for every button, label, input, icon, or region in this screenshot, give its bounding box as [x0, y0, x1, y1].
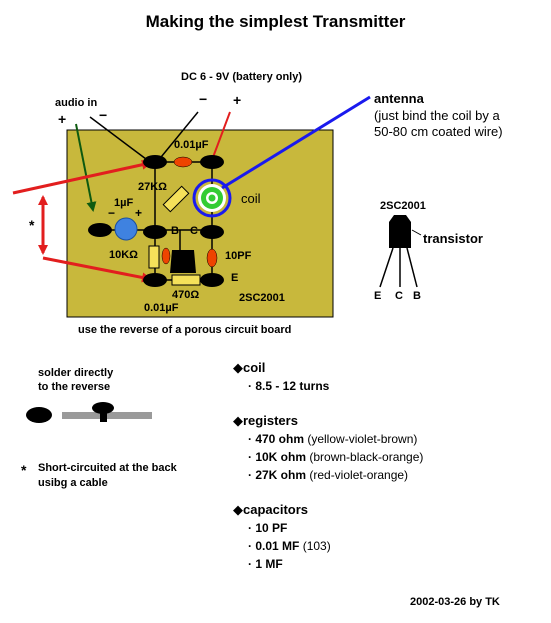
label-res-470: 470Ω — [172, 289, 200, 301]
spec-registers-list: · 470 ohm (yellow-violet-brown) · 10K oh… — [248, 430, 423, 484]
board-caption: use the reverse of a porous circuit boar… — [78, 324, 292, 336]
label-res-10k: 10KΩ — [109, 249, 138, 261]
transistor-label: transistor — [423, 231, 483, 246]
power-minus-wire — [156, 111, 199, 163]
pad-collector — [200, 225, 224, 239]
capacitor-value: · 0.01 MF — [248, 539, 300, 553]
red-arrow-bottom — [42, 256, 152, 283]
label-coil: coil — [241, 191, 261, 206]
capacitor-10pf — [206, 248, 218, 268]
label-cap-10pf: 10PF — [225, 250, 252, 262]
label-cap-top: 0.01µF — [174, 139, 209, 151]
legend-solder-pad — [26, 407, 52, 423]
label-cap-bottom: 0.01µF — [144, 302, 179, 314]
label-node-b: B — [171, 225, 179, 237]
audio-minus-sign: − — [99, 107, 108, 123]
list-item: · 10 PF — [248, 519, 331, 537]
register-colors: (brown-black-orange) — [306, 450, 424, 464]
transistor-on-board — [170, 250, 196, 273]
capacitor-top-0-01uf — [173, 156, 193, 168]
circuit-board — [66, 129, 334, 318]
resistor-10k — [148, 245, 160, 269]
label-node-c: C — [190, 225, 198, 237]
capacitor-value: · 1 MF — [248, 557, 283, 571]
spec-coil-list: · 8.5 - 12 turns — [248, 377, 329, 395]
antenna-wire — [221, 95, 371, 190]
label-cap-1uf: 1µF — [114, 197, 134, 209]
label-board-transistor: 2SC2001 — [239, 292, 285, 304]
spec-registers-heading: ◆registers — [233, 413, 298, 428]
resistor-27k — [162, 185, 190, 213]
antenna-label: antenna — [374, 91, 424, 106]
power-plus-sign: + — [233, 92, 242, 108]
audio-in-label: audio in — [55, 97, 98, 109]
register-value: · 27K ohm — [248, 468, 307, 482]
power-label: DC 6 - 9V (battery only) — [181, 71, 303, 83]
transistor-pin-c: C — [395, 290, 403, 302]
red-arrow-top — [12, 159, 152, 195]
register-colors: (yellow-violet-brown) — [304, 432, 418, 446]
list-item: · 0.01 MF (103) — [248, 537, 331, 555]
power-plus-wire — [211, 111, 231, 161]
list-item: · 10K ohm (brown-black-orange) — [248, 448, 423, 466]
legend-short-line2: usibg a cable — [38, 477, 108, 489]
legend-short-marker: * — [21, 462, 27, 478]
transistor-pin-b: B — [413, 290, 421, 302]
pad-emitter-right — [200, 273, 224, 287]
register-value: · 470 ohm — [248, 432, 305, 446]
transistor-label-pointer — [411, 229, 422, 236]
pad-top-right — [200, 155, 224, 169]
transistor-icon — [379, 215, 418, 288]
capacitor-bottom-0-01uf — [161, 247, 171, 265]
legend-component-lead — [62, 402, 152, 422]
transistor-pin-e: E — [374, 290, 382, 302]
register-colors: (red-violet-orange) — [306, 468, 409, 482]
register-value: · 10K ohm — [248, 450, 307, 464]
label-cap-plus: + — [135, 206, 143, 220]
pad-top-left — [143, 155, 167, 169]
audio-plus-wire — [75, 123, 97, 212]
label-node-e: E — [231, 272, 239, 284]
capacitor-1uf — [114, 217, 138, 241]
power-minus-sign: − — [199, 91, 208, 107]
spec-capacitors-heading: ◆capacitors — [233, 502, 309, 517]
resistor-470 — [171, 274, 201, 286]
pad-base — [143, 225, 167, 239]
legend-short-line1: Short-circuited at the back — [38, 462, 177, 474]
capacitor-value: · 10 PF — [248, 521, 288, 535]
capacitor-note: (103) — [299, 539, 331, 553]
label-res-27k: 27KΩ — [138, 181, 167, 193]
list-item: · 27K ohm (red-violet-orange) — [248, 466, 423, 484]
list-item: · 470 ohm (yellow-violet-brown) — [248, 430, 423, 448]
audio-plus-sign: + — [58, 111, 67, 127]
pad-emitter-left — [143, 273, 167, 287]
coil-icon — [192, 178, 232, 218]
list-item: · 1 MF — [248, 555, 331, 573]
short-marker: * — [29, 217, 35, 233]
footer-credit: 2002-03-26 by TK — [410, 596, 500, 608]
antenna-note-line1: (just bind the coil by a — [374, 108, 500, 123]
spec-coil-turns: · 8.5 - 12 turns — [248, 379, 330, 393]
legend-solder-line2: to the reverse — [38, 381, 111, 393]
label-cap-minus: − — [108, 206, 116, 220]
transistor-model: 2SC2001 — [380, 200, 426, 212]
antenna-note-line2: 50-80 cm coated wire) — [374, 124, 503, 139]
spec-capacitors-list: · 10 PF · 0.01 MF (103) · 1 MF — [248, 519, 331, 573]
legend-solder-line1: solder directly — [38, 367, 114, 379]
audio-minus-wire — [89, 116, 151, 163]
page-title: Making the simplest Transmitter — [145, 12, 406, 31]
pad-audio — [88, 223, 112, 237]
spec-coil-heading: ◆coil — [233, 360, 266, 375]
